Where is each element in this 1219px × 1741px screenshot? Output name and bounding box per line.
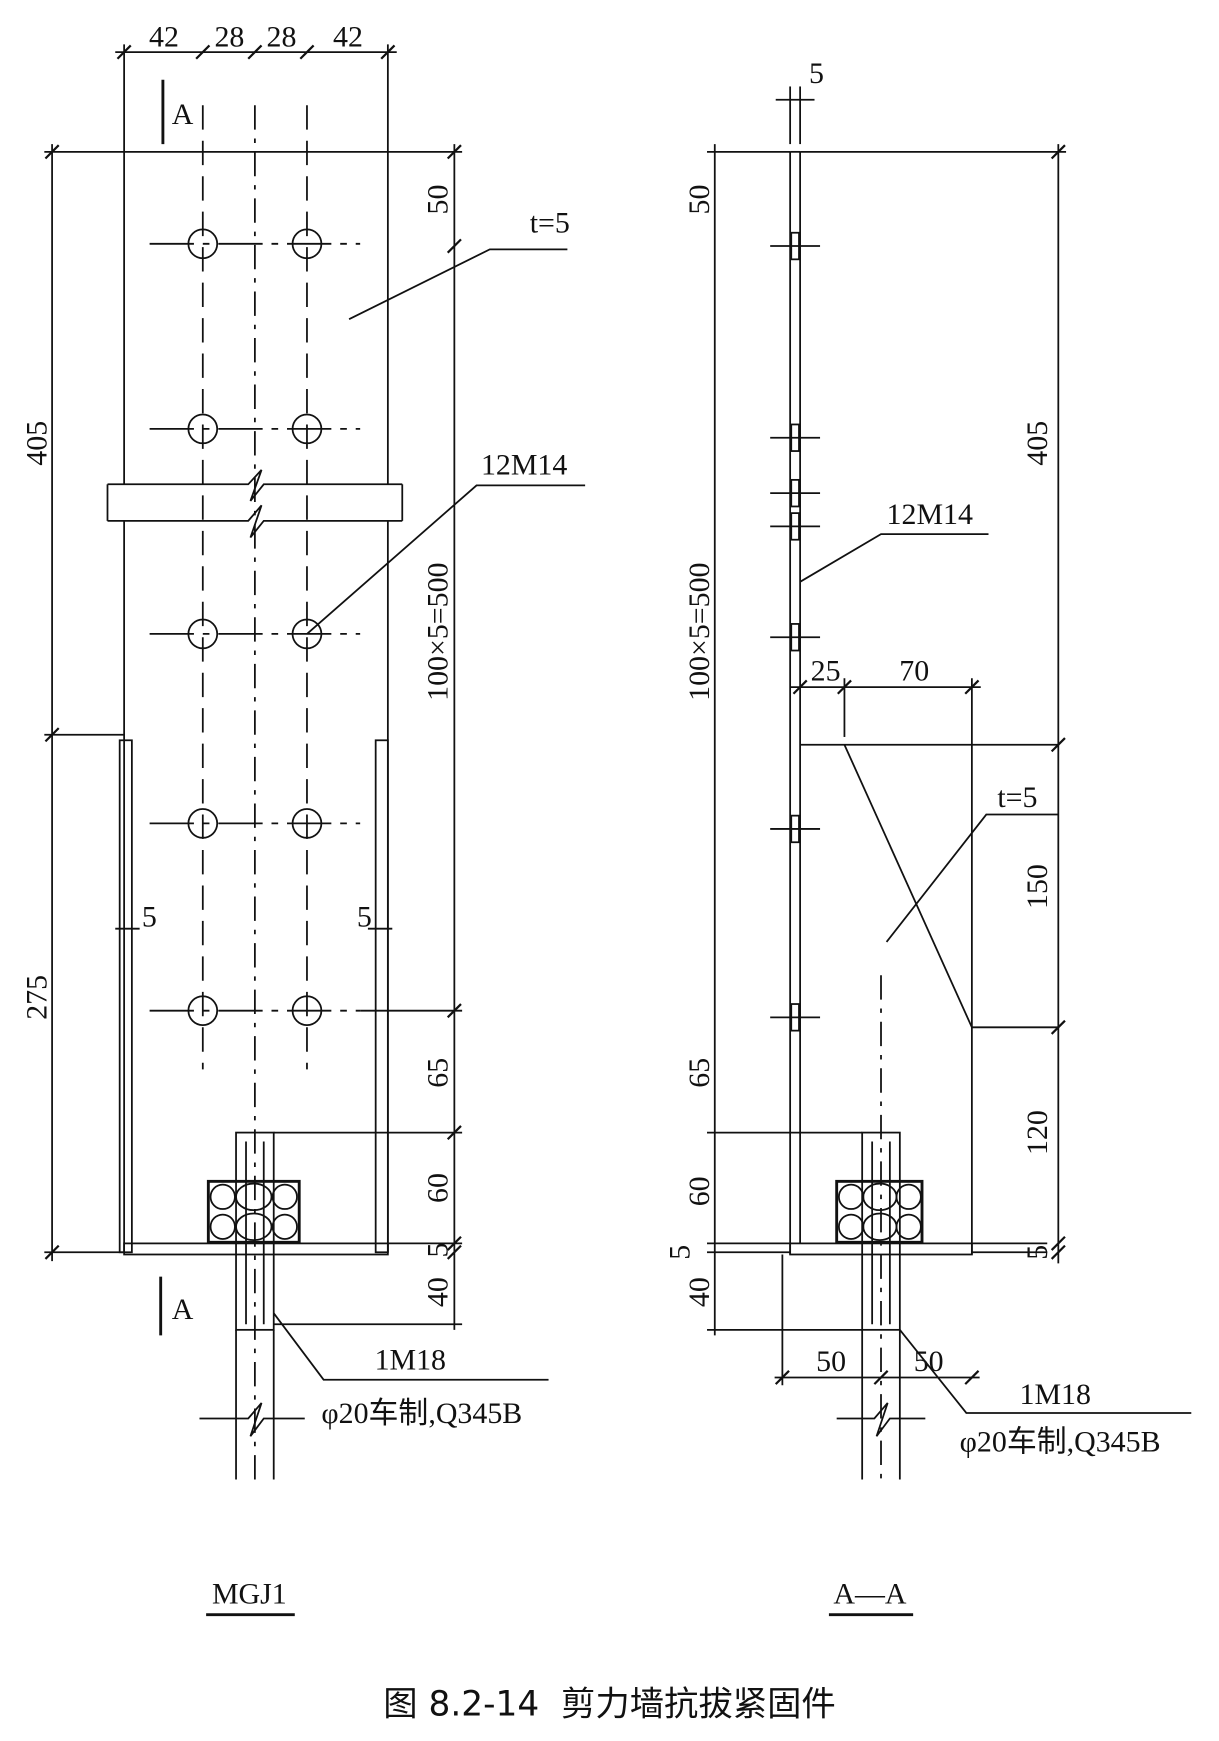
dim-70: 70 bbox=[899, 654, 929, 687]
hole-mark bbox=[790, 1003, 800, 1032]
section-view: 5 50 100×5=500 65 60 5 bbox=[663, 57, 1192, 1617]
plate-thickness-label: t=5 bbox=[530, 207, 570, 240]
left-dimension: 405 275 bbox=[21, 144, 125, 1262]
section-mark-label-bottom: A bbox=[172, 1293, 194, 1326]
section-dim-50: 50 bbox=[683, 185, 716, 215]
section-dim-150: 150 bbox=[1021, 864, 1054, 909]
bolts-leader bbox=[306, 484, 586, 635]
section-dim-hole-pitch: 100×5=500 bbox=[683, 562, 716, 700]
section-left-dimension: 50 100×5=500 65 60 5 40 bbox=[663, 144, 863, 1336]
bolt-hole bbox=[187, 618, 219, 650]
dim-60: 60 bbox=[422, 1173, 455, 1203]
section-mark-label-top: A bbox=[172, 98, 194, 131]
section-anchor-label: 1M18 bbox=[1020, 1378, 1091, 1411]
dim-25: 25 bbox=[811, 654, 841, 687]
bolt-hole bbox=[291, 995, 323, 1026]
bolt-hole bbox=[291, 228, 323, 260]
section-bolts-leader bbox=[799, 533, 989, 583]
dim-65: 65 bbox=[422, 1058, 455, 1088]
base-plate bbox=[106, 150, 404, 1256]
section-dim-65: 65 bbox=[683, 1058, 716, 1088]
section-dim-40: 40 bbox=[683, 1277, 716, 1307]
hole-mark bbox=[790, 623, 800, 652]
flange-thickness-left: 5 bbox=[142, 900, 157, 933]
hole-mark bbox=[790, 478, 800, 508]
dim-28-right: 28 bbox=[267, 21, 297, 54]
hole-mark bbox=[790, 512, 800, 541]
dim-50-right: 50 bbox=[914, 1345, 944, 1378]
dim-42-left: 42 bbox=[149, 21, 179, 54]
section-anchor-spec: φ20车制,Q345B bbox=[960, 1426, 1161, 1459]
bolt-hole bbox=[291, 413, 323, 445]
stiffener-dimension: 25 70 bbox=[790, 654, 981, 695]
dim-28-left: 28 bbox=[214, 21, 244, 54]
hole-ticks bbox=[770, 231, 821, 1032]
bolt-hole bbox=[187, 995, 219, 1026]
dim-275: 275 bbox=[21, 975, 54, 1020]
section-dim-5-top: 5 bbox=[809, 57, 824, 90]
anchor-bolt bbox=[199, 1131, 305, 1480]
front-view: 42 28 28 42 A A bbox=[21, 21, 586, 1617]
section-dim-60: 60 bbox=[683, 1176, 716, 1206]
bolts-label: 12M14 bbox=[481, 448, 567, 481]
section-plate-leader bbox=[885, 813, 1059, 943]
section-dim-405: 405 bbox=[1021, 421, 1054, 466]
section-plate-thickness-label: t=5 bbox=[997, 781, 1037, 814]
bottom-dimension: 50 50 bbox=[774, 1254, 980, 1386]
plate-leader bbox=[348, 248, 568, 320]
section-anchor-leader bbox=[899, 1329, 1192, 1414]
bolt-hole bbox=[291, 808, 323, 839]
top-dimension: 42 28 28 42 bbox=[115, 21, 397, 152]
dim-50-left: 50 bbox=[816, 1345, 846, 1378]
view-title-a-a: A—A bbox=[833, 1578, 907, 1611]
bolt-hole bbox=[187, 413, 219, 445]
dim-50: 50 bbox=[422, 185, 455, 215]
dim-hole-pitch: 100×5=500 bbox=[422, 562, 455, 700]
anchor-leader bbox=[273, 1312, 549, 1381]
dim-405: 405 bbox=[21, 421, 54, 466]
section-dim-120: 120 bbox=[1021, 1110, 1054, 1155]
dim-40: 40 bbox=[422, 1277, 455, 1307]
hole-mark bbox=[790, 814, 800, 844]
section-dim-5-right: 5 bbox=[1021, 1245, 1054, 1260]
hole-mark bbox=[790, 423, 800, 452]
anchor-label: 1M18 bbox=[375, 1344, 446, 1377]
section-dim-5: 5 bbox=[663, 1245, 696, 1260]
view-title-mgj1: MGJ1 bbox=[212, 1578, 287, 1611]
hole-mark bbox=[790, 231, 800, 261]
bolt-hole bbox=[187, 808, 219, 839]
bolt-hole bbox=[291, 618, 323, 650]
section-right-dimension: 405 150 120 5 bbox=[800, 144, 1067, 1264]
dim-5: 5 bbox=[422, 1243, 455, 1258]
section-bolts-label: 12M14 bbox=[887, 498, 973, 531]
section-plate bbox=[789, 150, 1059, 1256]
bolt-hole bbox=[187, 228, 219, 260]
bolt-holes bbox=[149, 228, 361, 1026]
dim-42-right: 42 bbox=[333, 21, 363, 54]
figure-caption: 图 8.2-14 剪力墙抗拔紧固件 bbox=[383, 1684, 836, 1724]
flange-thickness-right: 5 bbox=[357, 900, 372, 933]
anchor-spec: φ20车制,Q345B bbox=[321, 1397, 522, 1430]
section-anchor-bolt bbox=[835, 1131, 926, 1480]
right-dimension: 50 100×5=500 65 60 5 40 bbox=[273, 144, 463, 1330]
